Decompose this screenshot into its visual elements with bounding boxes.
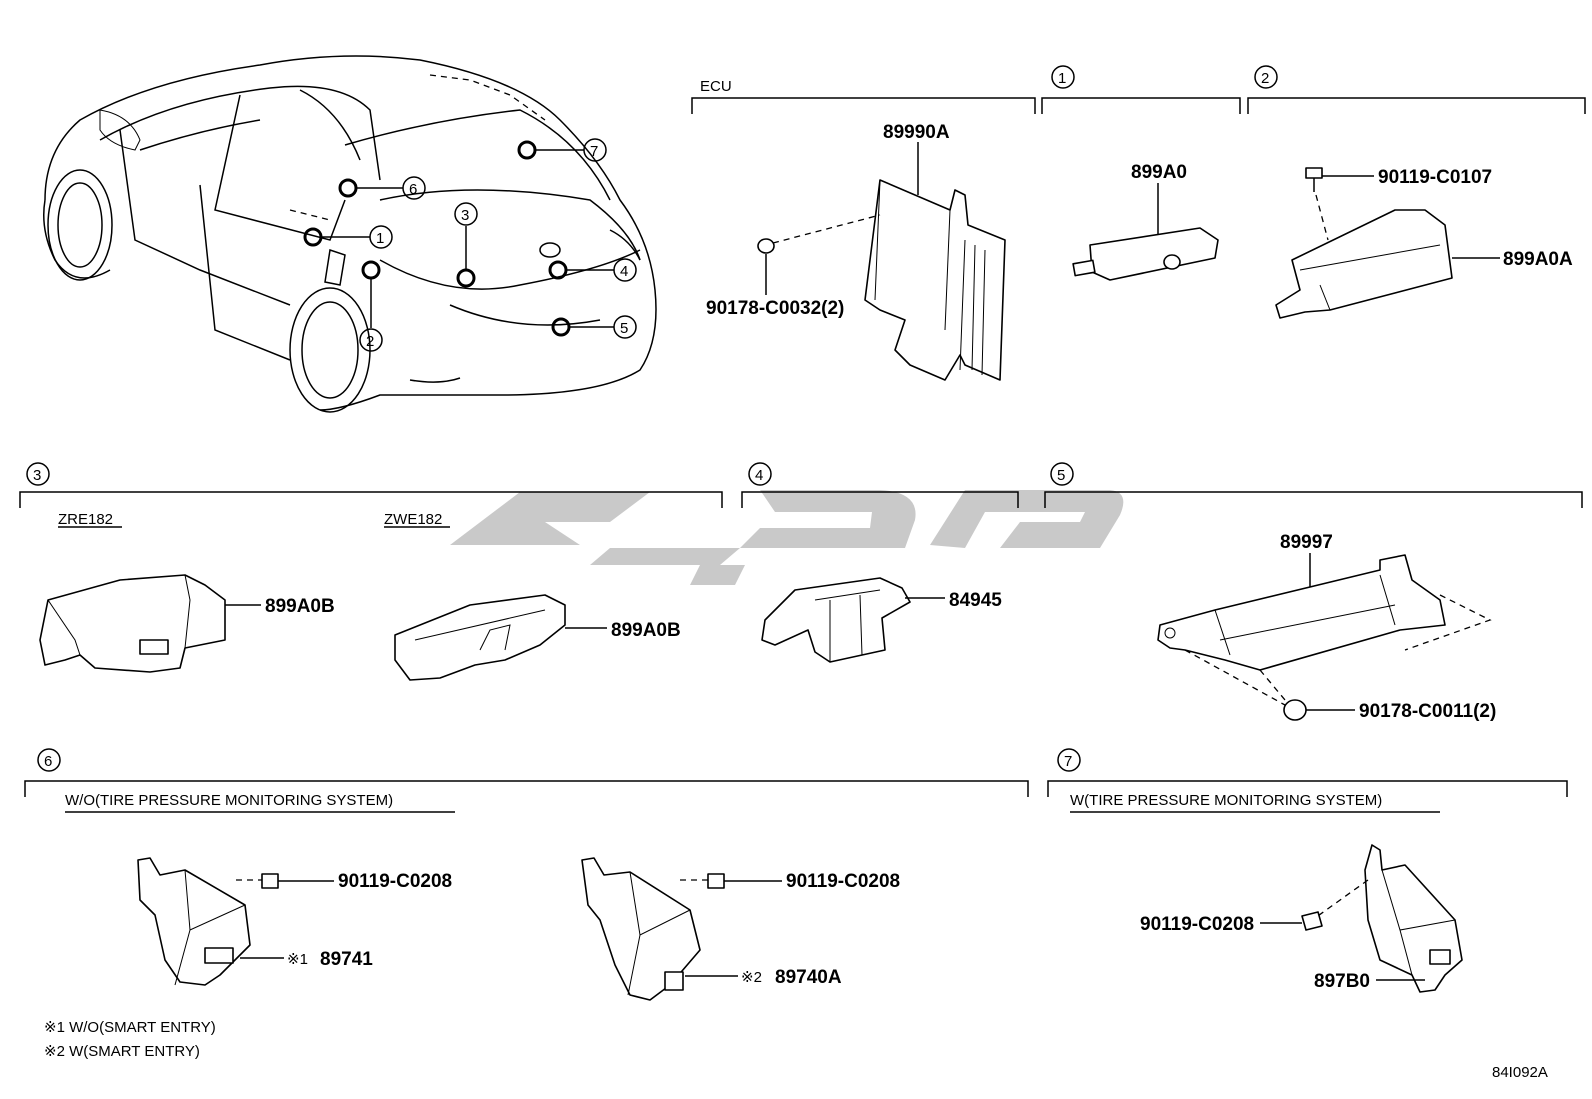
sensor-899a0b-zwe182: [394, 594, 566, 681]
ecu-nut-icon: [757, 238, 775, 254]
section-3-model-a: ZRE182: [58, 511, 113, 528]
section-2-part-number: 899A0A: [1503, 249, 1573, 270]
section-1-part-number: 899A0: [1131, 162, 1187, 183]
section-4: 4 84945: [741, 462, 1019, 663]
watermark-logo: [450, 490, 1124, 585]
sensor-84945: [761, 577, 911, 663]
section-5: 5 89997 90178-C0011(2): [1044, 462, 1583, 722]
ecu-section: ECU 89990A 90178-C0032(2): [691, 78, 1036, 381]
section-7-bolt-icon: [1301, 911, 1323, 931]
callout-3-car: 3: [461, 207, 469, 224]
section-3-model-b: ZWE182: [384, 511, 442, 528]
section-3: 3 ZRE182 ZWE182 899A0B 899A0B: [19, 462, 723, 681]
section-6: 6 W/O(TIRE PRESSURE MONITORING SYSTEM) 9…: [24, 748, 1029, 1001]
ecu-unit: [864, 179, 1006, 381]
section-7-title: W(TIRE PRESSURE MONITORING SYSTEM): [1070, 792, 1382, 809]
callout-4-car: 4: [620, 263, 628, 280]
ecu-nut-number: 90178-C0032(2): [706, 298, 844, 319]
section-6-title: W/O(TIRE PRESSURE MONITORING SYSTEM): [65, 792, 393, 809]
receiver-89741: [137, 857, 251, 986]
section-5-nut-icon: [1283, 699, 1307, 721]
callout-1-car: 1: [376, 230, 384, 247]
section-6-part-a: 89741: [320, 949, 373, 970]
section-2-callout: 2: [1261, 70, 1269, 87]
section-6-bolt-b-icon: [707, 873, 725, 889]
bolt-icon: [1305, 167, 1323, 179]
section-3-part-a: 899A0B: [265, 596, 335, 617]
section-7-part-number: 897B0: [1314, 971, 1370, 992]
ecu-title: ECU: [700, 78, 732, 95]
section-4-part-number: 84945: [949, 590, 1002, 611]
section-6-callout: 6: [44, 753, 52, 770]
sensor-89997: [1157, 554, 1446, 671]
section-5-callout: 5: [1057, 467, 1065, 484]
section-7: 7 W(TIRE PRESSURE MONITORING SYSTEM) 901…: [1047, 748, 1568, 993]
receiver-897b0: [1364, 844, 1463, 993]
section-7-bolt-number: 90119-C0208: [1140, 914, 1254, 935]
section-6-bolt-a-icon: [261, 873, 279, 889]
section-3-part-b: 899A0B: [611, 620, 681, 641]
section-5-nut-number: 90178-C0011(2): [1359, 701, 1496, 722]
footnote-2: ※2 W(SMART ENTRY): [44, 1043, 200, 1060]
section-6-bolt-b-number: 90119-C0208: [786, 871, 900, 892]
footnote-1: ※1 W/O(SMART ENTRY): [44, 1019, 216, 1036]
section-6-mark-b: ※2: [741, 969, 762, 986]
sensor-899a0a: [1275, 209, 1453, 319]
car-illustration: [43, 55, 657, 413]
section-1-callout: 1: [1058, 70, 1066, 87]
callout-6-car: 6: [409, 181, 417, 198]
section-6-bolt-a-number: 90119-C0208: [338, 871, 452, 892]
ecu-part-number: 89990A: [883, 122, 950, 143]
section-5-part-number: 89997: [1280, 532, 1333, 553]
section-3-callout: 3: [33, 467, 41, 484]
section-2-bolt-number: 90119-C0107: [1378, 167, 1492, 188]
section-1: 1 899A0: [1041, 65, 1241, 281]
section-2: 2 90119-C0107 899A0A: [1247, 65, 1586, 319]
car-callout-markers: 1 2 3 4 5 6 7: [303, 138, 637, 352]
sensor-899a0b-zre182: [39, 574, 226, 673]
section-6-mark-a: ※1: [287, 951, 308, 968]
section-7-callout: 7: [1064, 753, 1072, 770]
sensor-899a0: [1089, 227, 1219, 281]
section-4-callout: 4: [755, 467, 763, 484]
callout-5-car: 5: [620, 320, 628, 337]
callout-2-car: 2: [366, 333, 374, 350]
callout-7-car: 7: [590, 143, 598, 160]
section-6-part-b: 89740A: [775, 967, 842, 988]
diagram-code: 84I092A: [1492, 1064, 1548, 1081]
